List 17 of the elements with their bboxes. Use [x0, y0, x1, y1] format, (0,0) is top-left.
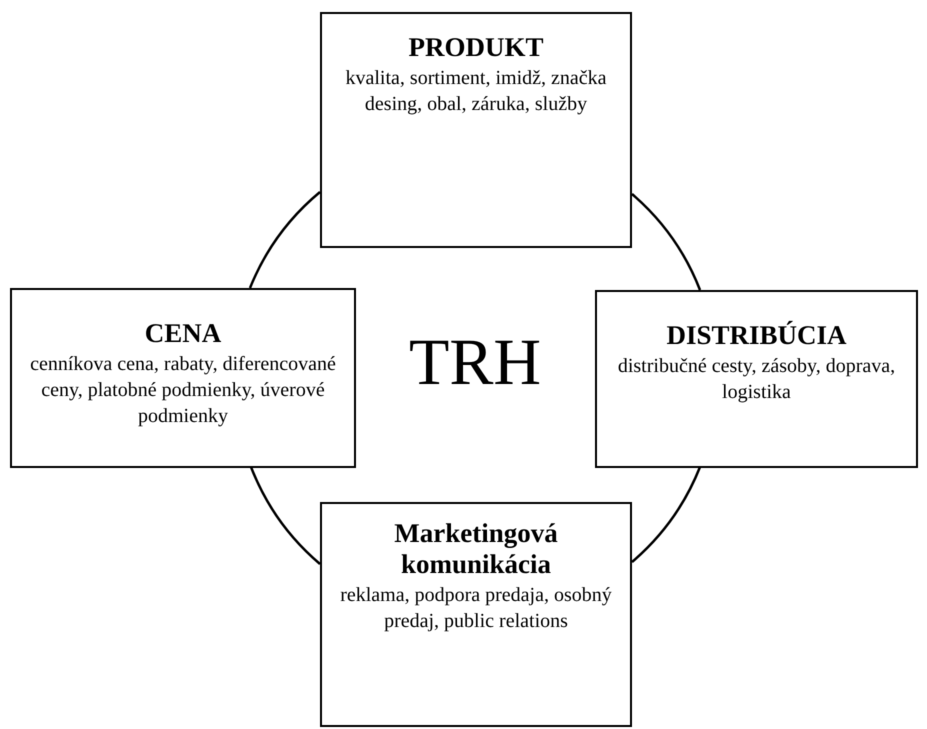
category-box — [595, 290, 918, 468]
box-text: kvalita, sortiment, imidž, značka desing, obal, záruka, služby — [344, 66, 608, 118]
box-heading: CENA — [144, 318, 222, 350]
box-heading: PRODUKT — [408, 32, 544, 64]
center-label: TRH — [408, 330, 542, 396]
circle-arc — [631, 193, 702, 291]
category-box — [320, 502, 632, 727]
box-heading: DISTRIBÚCIA — [665, 320, 848, 352]
box-text: distribučné cesty, zásoby, doprava, logistika — [616, 354, 896, 406]
circle-arc — [248, 191, 321, 289]
circle-arc — [250, 466, 321, 565]
category-box — [320, 12, 632, 248]
category-box — [10, 288, 356, 468]
circle-arc — [631, 466, 702, 563]
box-heading: Marketingová komunikácia — [393, 518, 559, 580]
box-text: cenníkova cena, rabaty, diferencované ceny, platobné podmienky, úverové podmienky — [29, 352, 337, 430]
box-text: reklama, podpora predaja, osobný predaj, public relations — [339, 583, 613, 634]
